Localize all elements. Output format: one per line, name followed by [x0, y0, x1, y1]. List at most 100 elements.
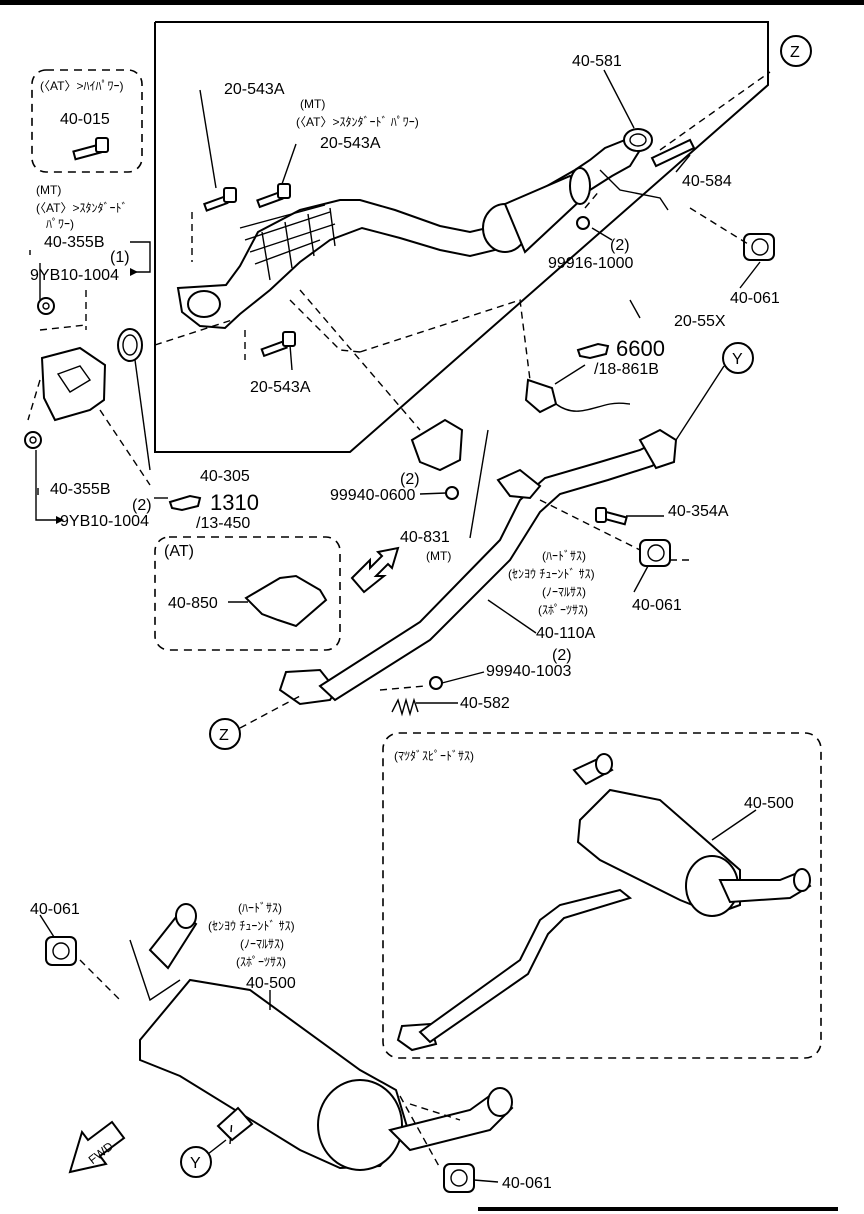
part-labels: (〈AT〉>ﾊｲﾊﾟﾜｰ) 40-015 (MT) (〈AT〉>ｽﾀﾝﾀﾞｰﾄﾞ…: [30, 53, 794, 1192]
nut-99916-1000: [576, 216, 590, 230]
stud-40-584: [650, 138, 696, 168]
mazda-speed-option-box: [382, 732, 822, 1059]
label-40-584: 40-584: [682, 173, 732, 190]
swap-arrow-icon: [350, 546, 400, 594]
rubber-mount-40-061-b: [639, 539, 671, 567]
high-power-option-box: [31, 69, 143, 173]
label-20-543a-mid: 20-543A: [320, 135, 381, 152]
label-mt-std-2: (〈AT〉>ｽﾀﾝﾀﾞｰﾄﾞ: [36, 201, 127, 215]
label-susp2-3: (ﾉｰﾏﾙｻｽ): [240, 937, 284, 951]
alignment-lines: [27, 71, 771, 1169]
nut-99940-0600: [445, 486, 459, 500]
label-99916-1000: 99916-1000: [548, 255, 634, 272]
label-mt-at-2: (〈AT〉>ｽﾀﾝﾀﾞｰﾄﾞ ﾊﾟﾜｰ): [296, 115, 419, 129]
label-susp-3: (ﾉｰﾏﾙｻｽ): [542, 585, 586, 599]
arrow-head-9yb10-bot: [56, 516, 64, 524]
label-qty-1: (1): [110, 249, 130, 266]
label-40-355b-top: 40-355B: [44, 234, 105, 251]
label-20-543a-bot: 20-543A: [250, 379, 311, 396]
label-mt-std-1: (MT): [36, 183, 61, 197]
label-20-55x: 20-55X: [674, 313, 726, 330]
rubber-mount-40-061-d: [443, 1163, 475, 1193]
pointer-icon-1310: [168, 494, 202, 512]
main-muffler-40-500: [129, 903, 514, 1171]
label-40-305: 40-305: [200, 468, 250, 485]
label-at-high-power: (〈AT〉>ﾊｲﾊﾟﾜｰ): [40, 79, 123, 93]
mazda-speed-muffler-40-500: [396, 753, 812, 1052]
label-40-355b-bot: 40-355B: [50, 481, 111, 498]
label-mt-at-1: (MT): [300, 97, 325, 111]
label-40-500-right: 40-500: [744, 795, 794, 812]
label-40-581: 40-581: [572, 53, 622, 70]
bracket-40-831: [410, 418, 464, 472]
front-pipe-group-box: [154, 21, 769, 453]
marker-y-bottom-label: Y: [190, 1155, 201, 1172]
label-40-015: 40-015: [60, 111, 110, 128]
label-18-861b: /18-861B: [594, 361, 659, 378]
label-susp2-2: (ｾﾝﾖｳ ﾁｭｰﾝﾄﾞ ｻｽ): [208, 919, 295, 933]
marker-z-bottom-label: Z: [219, 727, 229, 744]
label-40-061-b: 40-061: [632, 597, 682, 614]
oxygen-sensor: [524, 378, 631, 414]
leader-lines: [29, 69, 761, 1183]
rubber-mount-40-061-a: [743, 233, 775, 261]
marker-z-top-label: Z: [790, 44, 800, 61]
label-susp-2: (ｾﾝﾖｳ ﾁｭｰﾝﾄﾞ ｻｽ): [508, 567, 595, 581]
label-mt-std-3: ﾊﾟﾜｰ): [46, 217, 74, 231]
arrow-head-9yb10-top: [130, 268, 138, 276]
label-40-061-c: 40-061: [30, 901, 80, 918]
bolt-20-543a-mid: [256, 183, 291, 209]
label-mazda-speed: (ﾏﾂﾀﾞｽﾋﾟｰﾄﾞｻｽ): [394, 749, 474, 763]
label-mt-tag: (MT): [426, 549, 451, 563]
label-13-450: /13-450: [196, 515, 250, 532]
bolt-40-015: [72, 137, 109, 161]
label-susp2-4: (ｽﾎﾟｰﾂｻｽ): [236, 955, 286, 969]
nut-40-355b-upper: [37, 297, 55, 315]
bottom-rule: [478, 1207, 838, 1211]
label-40-061-d: 40-061: [502, 1175, 552, 1192]
label-qty-2c: (2): [400, 471, 420, 488]
center-pipe-40-110a: [278, 428, 678, 706]
label-1310: 1310: [210, 490, 259, 515]
label-99940-1003: 99940-1003: [486, 663, 572, 680]
label-40-831: 40-831: [400, 529, 450, 546]
label-9yb10-1004-top: 9YB10-1004: [30, 267, 119, 284]
marker-y-top-label: Y: [732, 351, 743, 368]
front-pipe-assembly: [176, 138, 669, 330]
label-at-tag: (AT): [164, 543, 194, 560]
rubber-mount-40-061-c: [45, 936, 77, 966]
bolt-20-543a-left: [203, 187, 237, 212]
label-9yb10-1004-bot: 9YB10-1004: [60, 513, 149, 530]
marker-y-top: Y: [722, 342, 754, 374]
nut-40-355b-lower: [24, 431, 42, 449]
at-option-box: [154, 536, 341, 651]
insulator-plate: [40, 346, 107, 422]
marker-z-top: Z: [780, 35, 812, 67]
pointer-icon-6600: [576, 342, 610, 360]
fwd-arrow-icon: FWD: [68, 1120, 126, 1174]
label-99940-0600: 99940-0600: [330, 487, 416, 504]
label-qty-2b: (2): [132, 497, 152, 514]
label-40-061-a: 40-061: [730, 290, 780, 307]
spring-40-582: [391, 697, 419, 717]
bracket-40-850: [244, 574, 328, 628]
label-6600: 6600: [616, 336, 665, 361]
label-qty-2a: (2): [610, 237, 630, 254]
top-rule: [0, 0, 864, 5]
label-susp2-1: (ﾊｰﾄﾞｻｽ): [238, 901, 282, 915]
nut-99940-1003: [429, 676, 443, 690]
marker-y-top-leader: [675, 365, 725, 441]
label-susp-1: (ﾊｰﾄﾞｻｽ): [542, 549, 586, 563]
gasket-40-581: [623, 128, 653, 152]
label-40-500-left: 40-500: [246, 975, 296, 992]
label-40-354a: 40-354A: [668, 503, 729, 520]
marker-y-bottom: Y: [180, 1146, 212, 1178]
label-40-110a: 40-110A: [536, 625, 596, 642]
label-qty-2d: (2): [552, 647, 572, 664]
label-40-582: 40-582: [460, 695, 510, 712]
bolt-40-354a: [595, 507, 628, 526]
label-20-543a-top: 20-543A: [224, 81, 285, 98]
gasket-40-305: [117, 328, 143, 362]
label-40-850: 40-850: [168, 595, 218, 612]
